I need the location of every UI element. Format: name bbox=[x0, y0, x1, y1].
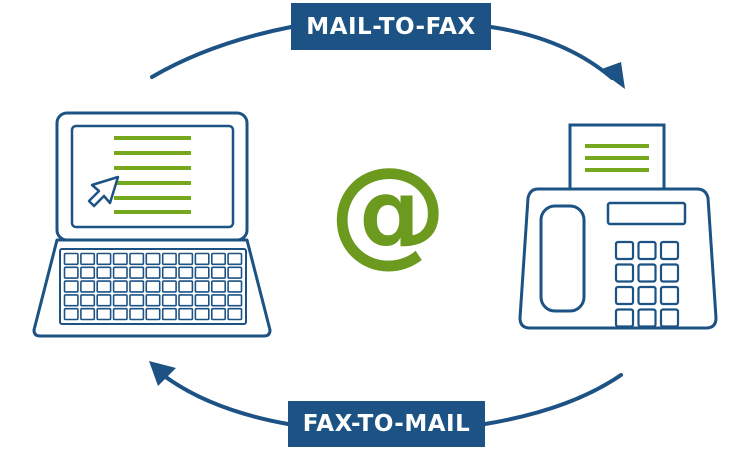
keyboard-key bbox=[211, 266, 227, 279]
keyboard-key bbox=[96, 252, 112, 266]
fax-handset bbox=[539, 204, 586, 313]
keyboard-key bbox=[211, 252, 227, 266]
keyboard-key bbox=[161, 294, 177, 307]
keypad-key bbox=[659, 240, 680, 261]
keyboard-key bbox=[145, 280, 161, 293]
keypad-key bbox=[637, 240, 657, 261]
bottom-arc-left bbox=[161, 373, 290, 426]
keyboard-key bbox=[227, 252, 243, 266]
keyboard-key bbox=[178, 266, 194, 279]
keypad-key bbox=[637, 308, 657, 328]
keyboard-key bbox=[145, 252, 161, 266]
fax-display bbox=[606, 201, 687, 226]
keyboard-key bbox=[145, 294, 161, 307]
keypad-key bbox=[659, 308, 680, 328]
keyboard-key bbox=[161, 266, 177, 279]
keyboard-key bbox=[112, 280, 128, 293]
keyboard-key bbox=[129, 252, 145, 266]
keyboard-key bbox=[96, 266, 112, 279]
laptop-icon bbox=[32, 111, 272, 338]
bottom-arc-right bbox=[483, 373, 623, 426]
keyboard-key bbox=[80, 252, 96, 266]
laptop-keys bbox=[63, 252, 243, 321]
keypad-icon bbox=[614, 240, 680, 328]
keypad-key bbox=[614, 285, 635, 306]
keyboard-key bbox=[96, 280, 112, 293]
keyboard-key bbox=[194, 280, 210, 293]
laptop-base bbox=[32, 238, 272, 338]
keyboard-key bbox=[63, 266, 79, 279]
fax-paper-icon bbox=[568, 123, 666, 191]
keyboard-key bbox=[194, 252, 210, 266]
keyboard-key bbox=[145, 266, 161, 279]
laptop-lid bbox=[55, 111, 249, 242]
bottom-arrowhead bbox=[149, 361, 176, 386]
keyboard-key bbox=[80, 280, 96, 293]
keyboard-key bbox=[63, 280, 79, 293]
keyboard-key bbox=[178, 280, 194, 293]
keyboard-key bbox=[80, 266, 96, 279]
keypad-key bbox=[659, 263, 680, 283]
keyboard-key bbox=[178, 294, 194, 307]
keyboard-key bbox=[161, 307, 177, 321]
top-arc-left bbox=[150, 25, 293, 79]
top-arrowhead bbox=[599, 62, 625, 89]
keyboard-key bbox=[129, 266, 145, 279]
top-arc-right bbox=[489, 25, 614, 80]
keypad-key bbox=[637, 263, 657, 283]
mail-to-fax-label: MAIL-TO-FAX bbox=[291, 3, 491, 50]
keyboard-key bbox=[178, 307, 194, 321]
keyboard-key bbox=[178, 252, 194, 266]
keyboard-key bbox=[80, 294, 96, 307]
keyboard-key bbox=[112, 266, 128, 279]
keyboard-key bbox=[129, 294, 145, 307]
keyboard-key bbox=[129, 307, 145, 321]
keyboard-key bbox=[112, 252, 128, 266]
keypad-key bbox=[637, 285, 657, 306]
keypad-key bbox=[614, 263, 635, 283]
laptop-screen bbox=[70, 124, 235, 229]
fax-to-mail-label: FAX-TO-MAIL bbox=[288, 401, 485, 447]
keyboard-key bbox=[227, 280, 243, 293]
keypad-key bbox=[659, 285, 680, 306]
keyboard-key bbox=[63, 294, 79, 307]
keyboard-key bbox=[194, 266, 210, 279]
at-sign-icon: @ bbox=[329, 141, 447, 279]
keyboard-key bbox=[145, 307, 161, 321]
keyboard-key bbox=[227, 266, 243, 279]
keyboard-key bbox=[96, 294, 112, 307]
keyboard-key bbox=[63, 252, 79, 266]
keyboard-key bbox=[129, 280, 145, 293]
laptop-screen-lines bbox=[114, 136, 191, 214]
keyboard-key bbox=[194, 294, 210, 307]
keyboard-key bbox=[112, 307, 128, 321]
laptop-keyboard bbox=[59, 248, 247, 325]
keyboard-key bbox=[63, 307, 79, 321]
keyboard-key bbox=[80, 307, 96, 321]
keyboard-key bbox=[227, 294, 243, 307]
keypad-key bbox=[614, 308, 635, 328]
keyboard-key bbox=[112, 294, 128, 307]
keyboard-key bbox=[161, 280, 177, 293]
keyboard-key bbox=[211, 294, 227, 307]
keyboard-key bbox=[227, 307, 243, 321]
keyboard-key bbox=[211, 307, 227, 321]
keyboard-key bbox=[96, 307, 112, 321]
cursor-icon bbox=[87, 175, 120, 208]
keypad-key bbox=[614, 240, 635, 261]
keyboard-key bbox=[211, 280, 227, 293]
keyboard-key bbox=[194, 307, 210, 321]
keyboard-key bbox=[161, 252, 177, 266]
